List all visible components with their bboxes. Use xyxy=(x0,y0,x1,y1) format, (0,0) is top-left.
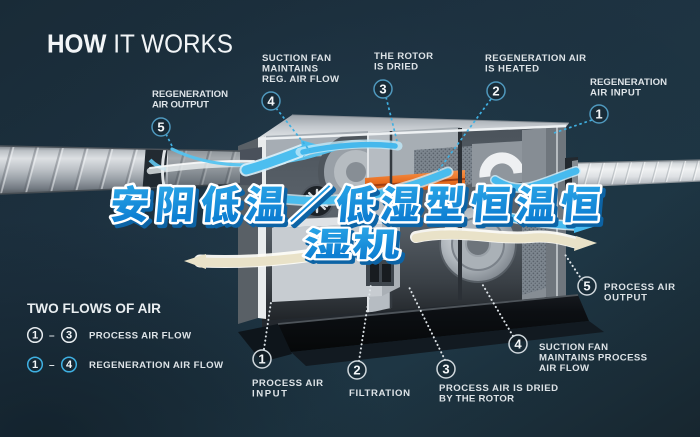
svg-text:REG. AIR FLOW: REG. AIR FLOW xyxy=(262,74,340,85)
svg-text:5: 5 xyxy=(583,279,590,294)
svg-text:IS DRIED: IS DRIED xyxy=(374,62,418,73)
svg-text:IS HEATED: IS HEATED xyxy=(485,64,539,75)
svg-text:INPUT: INPUT xyxy=(252,389,287,400)
svg-text:5: 5 xyxy=(157,120,164,135)
svg-text:2: 2 xyxy=(353,363,360,378)
svg-text:PROCESS AIR: PROCESS AIR xyxy=(604,282,675,293)
svg-text:1: 1 xyxy=(595,107,602,122)
svg-text:AIR INPUT: AIR INPUT xyxy=(590,88,641,99)
svg-text:3: 3 xyxy=(379,82,386,97)
svg-text:3: 3 xyxy=(66,330,72,342)
svg-text:1: 1 xyxy=(32,330,38,342)
svg-text:1: 1 xyxy=(258,352,265,367)
svg-text:REGENERATION: REGENERATION xyxy=(590,77,667,88)
svg-text:–: – xyxy=(49,330,55,341)
svg-text:MAINTAINS: MAINTAINS xyxy=(262,64,319,75)
svg-text:HOW IT WORKS: HOW IT WORKS xyxy=(47,29,233,59)
svg-text:AIR FLOW: AIR FLOW xyxy=(539,363,590,374)
svg-text:MAINTAINS PROCESS: MAINTAINS PROCESS xyxy=(539,353,648,364)
svg-text:–: – xyxy=(49,360,55,371)
svg-text:AIR OUTPUT: AIR OUTPUT xyxy=(152,100,209,111)
svg-text:FILTRATION: FILTRATION xyxy=(349,388,410,399)
svg-text:OUTPUT: OUTPUT xyxy=(604,293,647,304)
svg-text:PROCESS AIR FLOW: PROCESS AIR FLOW xyxy=(89,331,192,342)
svg-text:PROCESS AIR: PROCESS AIR xyxy=(252,378,323,389)
svg-text:THE ROTOR: THE ROTOR xyxy=(374,51,433,62)
svg-text:1: 1 xyxy=(32,359,38,371)
svg-text:2: 2 xyxy=(492,84,499,99)
svg-text:SUCTION FAN: SUCTION FAN xyxy=(262,53,331,64)
svg-text:REGENERATION AIR: REGENERATION AIR xyxy=(485,53,586,64)
svg-text:TWO FLOWS OF AIR: TWO FLOWS OF AIR xyxy=(27,301,161,316)
svg-text:4: 4 xyxy=(267,94,275,109)
svg-text:4: 4 xyxy=(66,359,73,371)
svg-text:BY THE ROTOR: BY THE ROTOR xyxy=(439,394,514,405)
svg-text:3: 3 xyxy=(442,362,449,377)
svg-text:REGENERATION: REGENERATION xyxy=(152,89,228,100)
svg-text:SUCTION FAN: SUCTION FAN xyxy=(539,342,608,353)
svg-text:PROCESS AIR IS DRIED: PROCESS AIR IS DRIED xyxy=(439,383,558,394)
svg-text:REGENERATION AIR FLOW: REGENERATION AIR FLOW xyxy=(89,360,224,371)
svg-text:4: 4 xyxy=(514,337,522,352)
